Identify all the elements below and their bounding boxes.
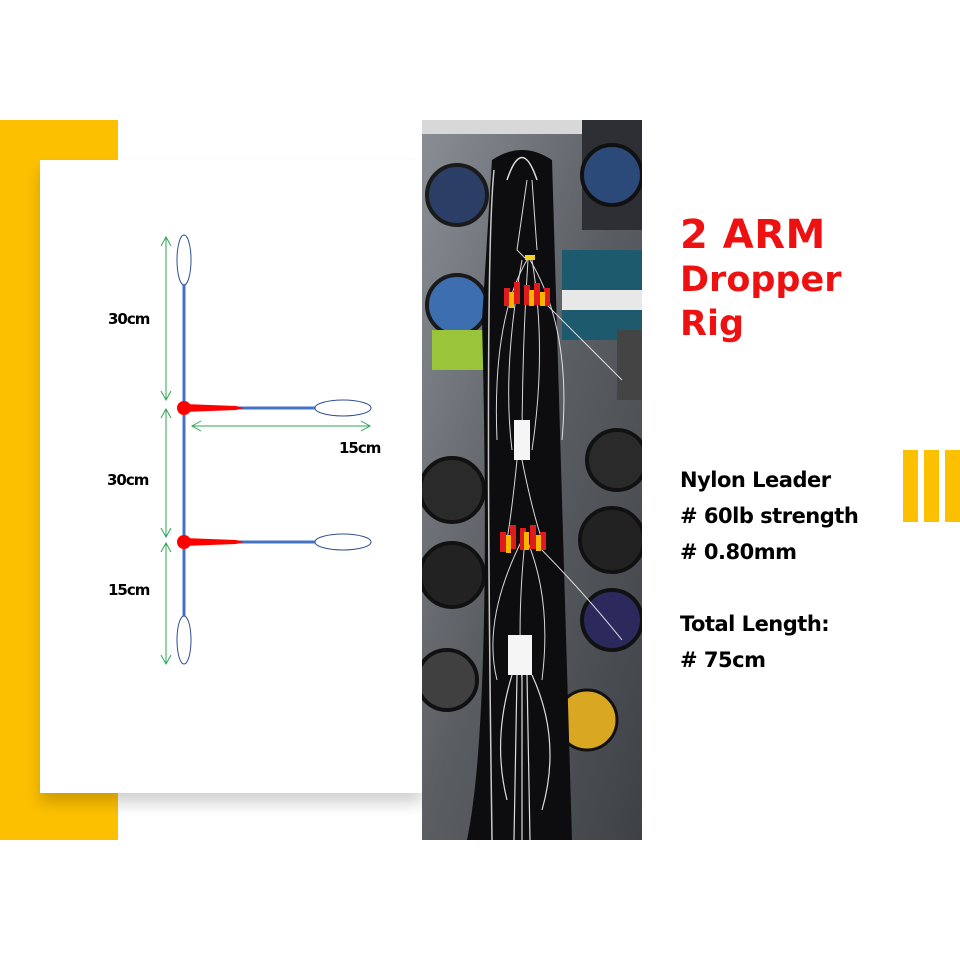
title-line-3: Rig <box>680 304 745 344</box>
spec-spacer <box>680 570 858 606</box>
yellow-frame-left <box>0 120 40 840</box>
title-line-2: Dropper <box>680 260 842 300</box>
yellow-frame-bottom <box>0 793 118 840</box>
title-line-1: 2 ARM <box>680 212 826 258</box>
spec-material: Nylon Leader <box>680 468 831 492</box>
arm-1-loop-icon <box>314 399 372 417</box>
yellow-bars-decoration <box>903 450 960 522</box>
product-photo <box>422 120 642 840</box>
rig-diagram <box>160 234 372 666</box>
arm-2-sleeve <box>184 538 244 546</box>
middle-segment-label: 30cm <box>107 471 149 489</box>
diagram-card <box>40 160 422 793</box>
spec-total-length-label: Total Length: <box>680 612 830 636</box>
arm-1-sleeve <box>184 404 244 412</box>
top-loop-icon <box>176 234 192 286</box>
yellow-bar <box>924 450 939 522</box>
dimension-arrows <box>160 235 372 666</box>
title-block: 2 ARM Dropper Rig <box>680 212 841 346</box>
bottom-segment-label: 15cm <box>108 581 150 599</box>
spec-total-length-value: # 75cm <box>680 648 766 672</box>
bottom-loop-icon <box>176 615 192 665</box>
photo-illustration <box>422 120 642 840</box>
arm-1-bead-icon <box>177 401 191 415</box>
spec-diameter: # 0.80mm <box>680 540 797 564</box>
spec-block: Nylon Leader # 60lb strength # 0.80mm To… <box>680 462 859 678</box>
yellow-bar <box>945 450 960 522</box>
arm-2-loop-icon <box>314 533 372 551</box>
top-segment-label: 30cm <box>108 310 150 328</box>
spec-strength: # 60lb strength <box>680 504 859 528</box>
arm-2-bead-icon <box>177 535 191 549</box>
arm-length-label: 15cm <box>339 439 381 457</box>
yellow-bar <box>903 450 918 522</box>
